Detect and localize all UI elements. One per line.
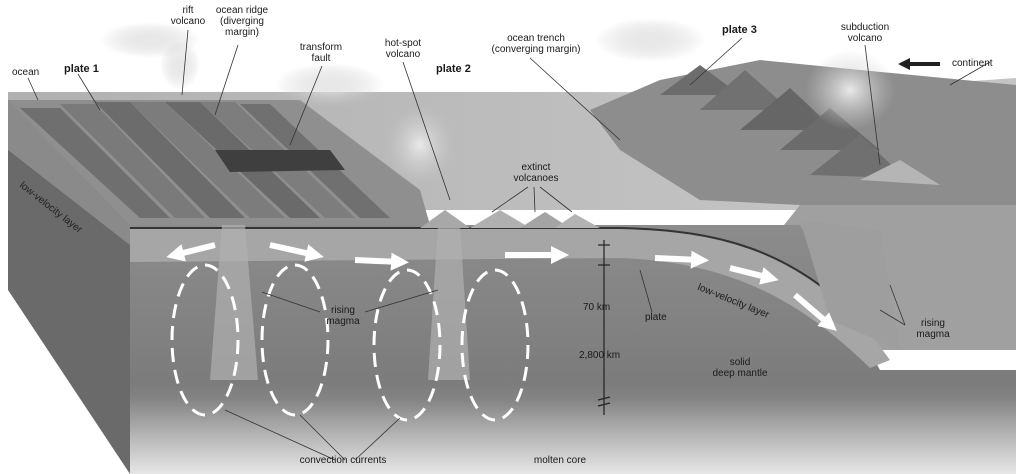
ocean-ridge-label: ocean ridge (diverging margin) bbox=[212, 5, 272, 38]
transform-fault-label: transform fault bbox=[296, 42, 346, 64]
rising-magma-right-label: rising magma bbox=[910, 318, 956, 340]
rift-volcano-label: rift volcano bbox=[168, 5, 208, 27]
molten-core-label: molten core bbox=[520, 455, 600, 466]
rising-magma-left-label: rising magma bbox=[320, 305, 366, 327]
subduction-volcano-label: subduction volcano bbox=[833, 22, 897, 44]
ocean-trench-label: ocean trench (converging margin) bbox=[480, 33, 592, 55]
convection-currents-label: convection currents bbox=[278, 455, 408, 466]
hotspot-volcano-label: hot-spot volcano bbox=[377, 38, 429, 60]
continent-arrow bbox=[898, 58, 940, 70]
plate-3-label: plate 3 bbox=[722, 25, 757, 36]
extinct-volcanoes bbox=[420, 210, 600, 228]
solid-deep-mantle-label: solid deep mantle bbox=[700, 357, 780, 379]
depth-2800km-label: 2,800 km bbox=[579, 350, 620, 361]
plate-1-label: plate 1 bbox=[64, 64, 99, 75]
plate-label: plate bbox=[645, 312, 667, 323]
continent-label: continent bbox=[952, 58, 993, 69]
extinct-volcanoes-label: extinct volcanoes bbox=[508, 162, 564, 184]
ocean-label: ocean bbox=[12, 67, 39, 78]
depth-70km-label: 70 km bbox=[583, 302, 610, 313]
plate-2-label: plate 2 bbox=[436, 64, 471, 75]
